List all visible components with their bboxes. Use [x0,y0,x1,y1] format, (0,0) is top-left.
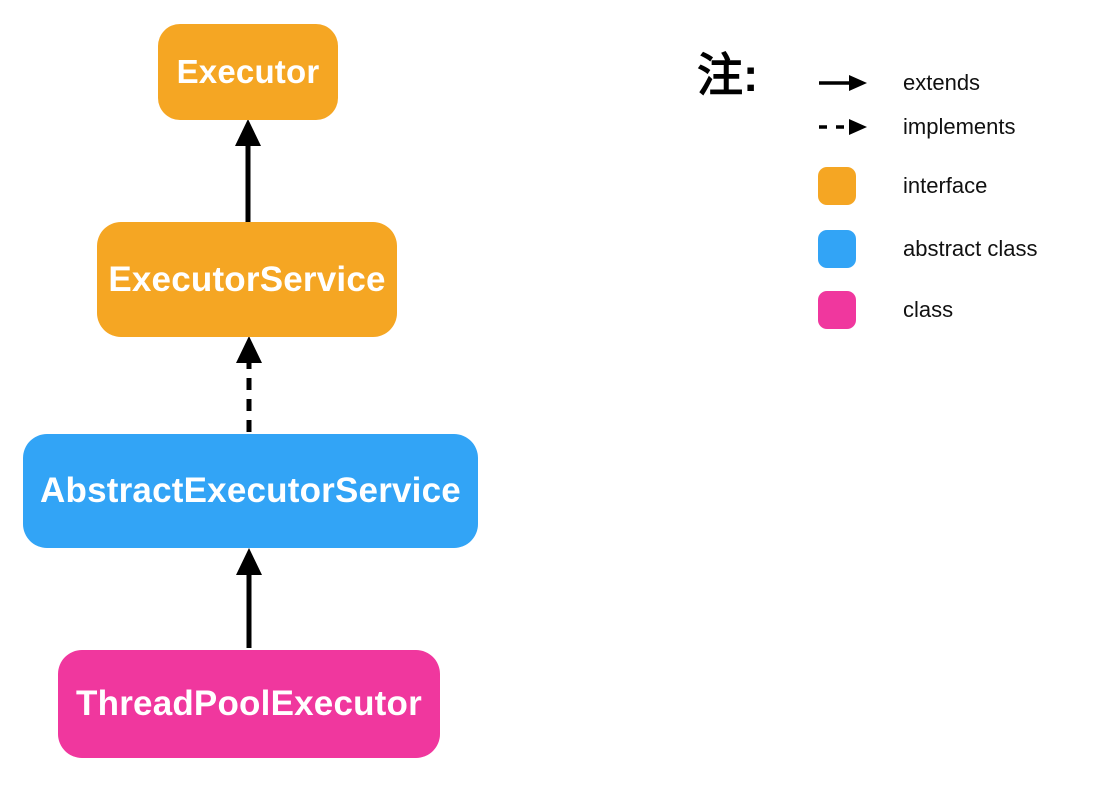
legend-label-interface: interface [903,173,988,198]
node-thread-pool-executor: ThreadPoolExecutor [58,650,440,758]
legend-label-implements: implements [903,114,1016,139]
node-executor: Executor [158,24,338,120]
solid-arrow-icon [818,74,868,92]
legend-item-abstract-class: abstract class [818,230,1038,268]
legend-item-class: class [818,291,953,329]
legend-label-class: class [903,297,954,322]
edge-implements-abstractexecutorservice-to-executorservice [236,336,262,432]
edge-extends-threadpoolexecutor-to-abstractexecutorservice [236,548,262,648]
legend-item-implements: implements [818,114,1015,140]
legend-item-extends: extends [818,70,980,96]
legend-item-interface: interface [818,167,987,205]
legend-title: 注: [697,49,759,101]
interface-color-swatch [818,167,868,205]
abstract-class-color-swatch [818,230,868,268]
node-abstract-executor-service: AbstractExecutorService [23,434,478,548]
class-color-swatch [818,291,868,329]
dashed-arrow-icon [818,118,868,136]
node-executor-service: ExecutorService [97,222,397,337]
edge-extends-executorservice-to-executor [235,119,261,222]
legend-label-extends: extends [903,70,981,95]
legend-label-abstract-class: abstract class [903,236,1038,261]
